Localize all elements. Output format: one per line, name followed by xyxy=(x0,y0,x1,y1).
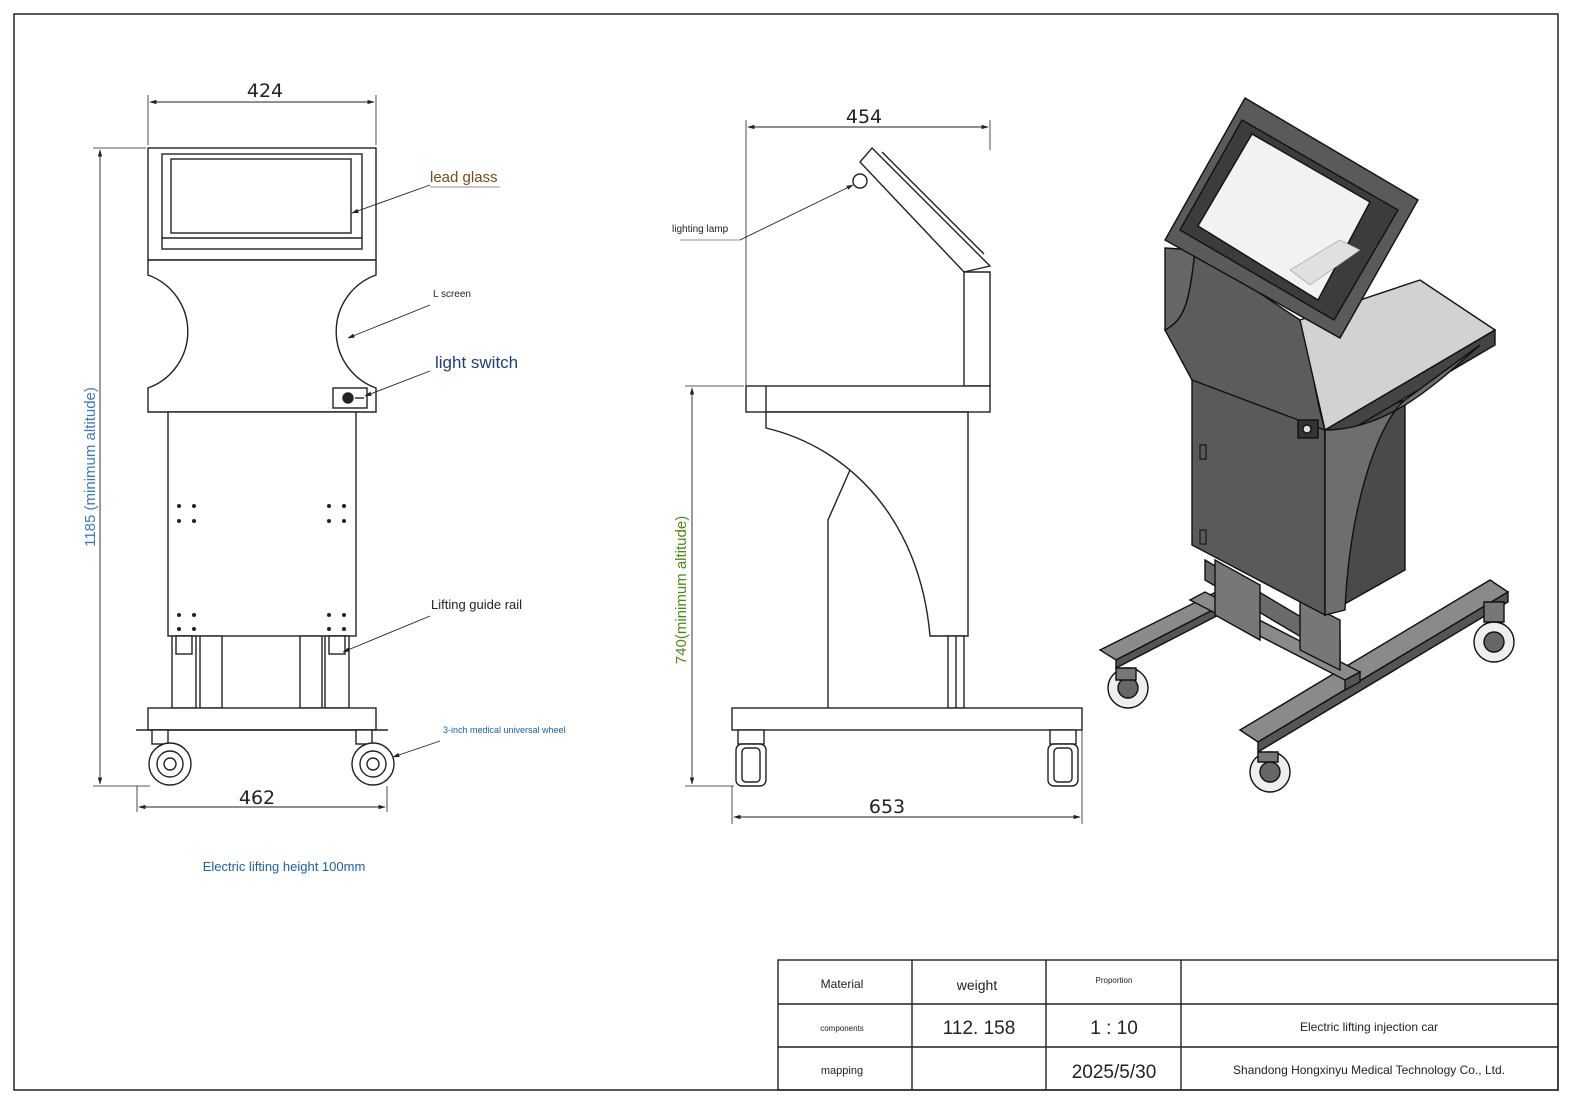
label-l-screen: L screen xyxy=(433,289,471,300)
note-lifting-height: Electric lifting height 100mm xyxy=(203,859,366,874)
label-lead-glass: lead glass xyxy=(430,169,498,186)
dim-side-height: 740(minimum altitude) xyxy=(673,516,690,664)
isometric-view xyxy=(1098,97,1515,793)
title-block xyxy=(777,959,1559,1091)
label-light-switch: light switch xyxy=(435,353,518,372)
tb-components-label: components xyxy=(820,1024,864,1033)
tb-product-name: Electric lifting injection car xyxy=(1300,1020,1438,1034)
tb-date-value: 2025/5/30 xyxy=(1072,1062,1157,1083)
tb-weight-label: weight xyxy=(956,977,998,993)
dim-front-width-top: 424 xyxy=(247,80,283,102)
tb-material-label: Material xyxy=(821,977,864,991)
tb-scale-value: 1 : 10 xyxy=(1090,1018,1138,1039)
tb-proportion-label: Proportion xyxy=(1096,976,1133,985)
dim-side-width-top: 454 xyxy=(846,106,882,128)
dim-front-width-base: 462 xyxy=(239,787,275,809)
dim-side-width-base: 653 xyxy=(869,796,905,818)
side-view xyxy=(680,120,1083,824)
label-lighting-lamp: lighting lamp xyxy=(672,224,729,235)
front-view xyxy=(93,95,500,812)
dim-front-height: 1185 (minimum altitude) xyxy=(82,387,99,547)
label-lifting-guide-rail: Lifting guide rail xyxy=(431,597,522,612)
tb-weight-value: 112. 158 xyxy=(943,1018,1016,1039)
tb-company: Shandong Hongxinyu Medical Technology Co… xyxy=(1233,1063,1505,1077)
tb-mapping-label: mapping xyxy=(821,1065,863,1077)
label-wheel: 3-inch medical universal wheel xyxy=(443,725,566,735)
